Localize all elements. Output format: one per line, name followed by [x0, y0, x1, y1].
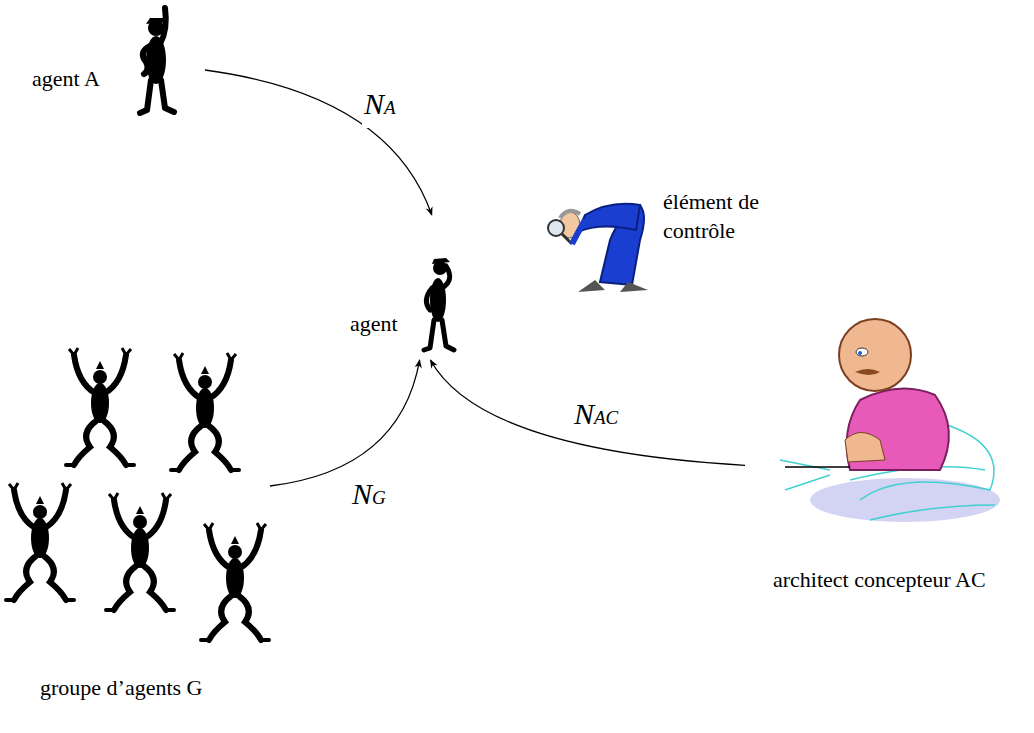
inspector-figure [548, 204, 648, 292]
flow-arrow [430, 360, 745, 465]
agent-node: agent [340, 215, 475, 360]
flow-arrow [205, 70, 432, 215]
agent-node: agent A [20, 15, 205, 125]
flow-arrow [270, 360, 420, 486]
group-figures [6, 348, 269, 640]
node-label: agent A [32, 65, 100, 94]
architect-figure [780, 319, 1000, 522]
agent-a-figure [140, 8, 174, 113]
edge-label: NA [362, 80, 398, 128]
edge-label: NAC [572, 390, 620, 438]
designer-node: architect concepteur AC [745, 320, 1034, 605]
group-node: groupe d’agents G [0, 340, 270, 705]
node-label: agent [350, 310, 398, 339]
node-label: groupe d’agents G [40, 674, 203, 703]
node-label: architect concepteur AC [773, 566, 986, 595]
edge-label: NG [350, 470, 388, 518]
node-label: élément de contrôle [663, 188, 803, 245]
control-node: élément de contrôle [545, 188, 845, 295]
agent-figure [424, 258, 454, 350]
